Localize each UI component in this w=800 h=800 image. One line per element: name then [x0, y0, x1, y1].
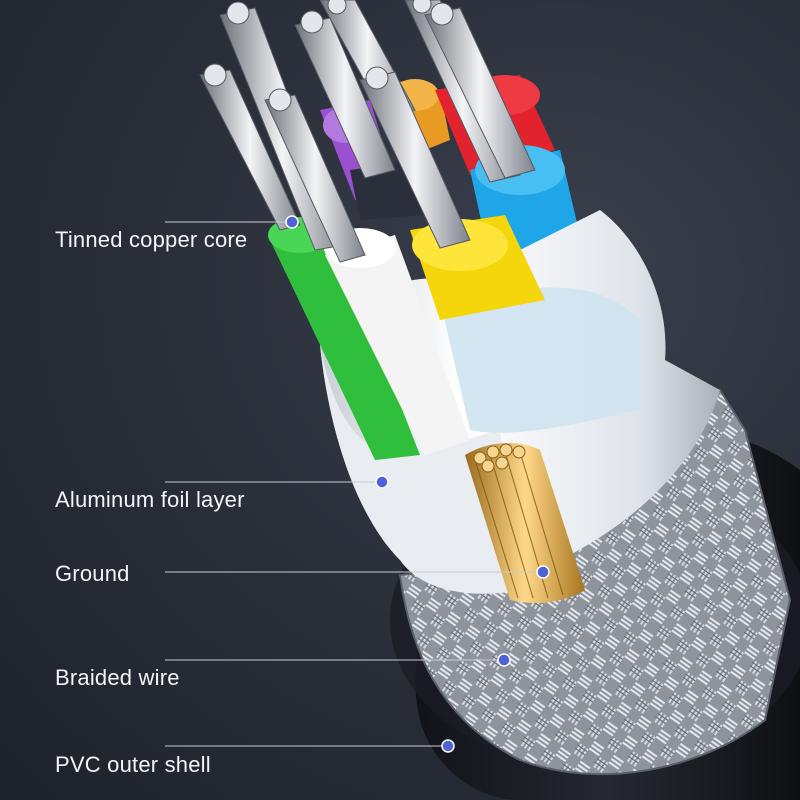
- marker-dot-ground: [537, 566, 549, 578]
- label-braided-wire: Braided wire: [55, 667, 180, 689]
- marker-dot-braided-wire: [498, 654, 510, 666]
- label-ground: Ground: [55, 563, 130, 585]
- marker-dot-aluminum-foil-layer: [376, 476, 388, 488]
- marker-dot-tinned-copper-core: [286, 216, 298, 228]
- marker-dot-pvc-outer-shell: [442, 740, 454, 752]
- label-aluminum-foil-layer: Aluminum foil layer: [55, 489, 245, 511]
- label-pvc-outer-shell: PVC outer shell: [55, 754, 211, 776]
- label-tinned-copper-core: Tinned copper core: [55, 229, 247, 251]
